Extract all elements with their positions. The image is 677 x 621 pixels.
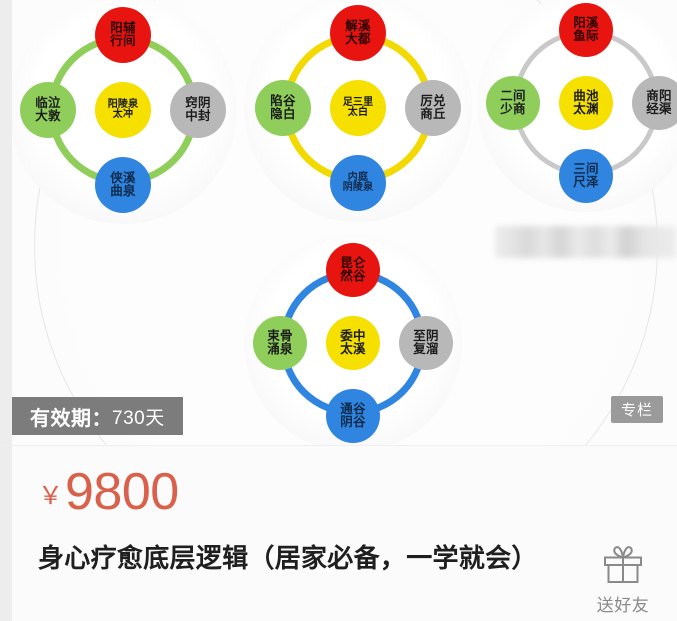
- acupoint-name-secondary: 太渊: [573, 102, 599, 116]
- acupoint-name-primary: 陷谷: [270, 94, 296, 109]
- acupoint-name-secondary: 尺泽: [573, 175, 599, 189]
- acupoint-name-secondary: 太白: [347, 107, 369, 118]
- acupoint-node-left: 陷谷隐白: [255, 80, 311, 136]
- product-title: 身心疗愈底层逻辑（居家必备，一学就会）: [38, 543, 538, 573]
- acupoint-ring-gallbladder-liver: 阳辅行间临泣大敦窍阴中封侠溪曲泉阳陵泉太冲: [12, 0, 237, 224]
- cover-image[interactable]: 阳辅行间临泣大敦窍阴中封侠溪曲泉阳陵泉太冲解溪大都陷谷隐白厉兑商丘内庭阴陵泉足三…: [0, 0, 677, 445]
- acupoint-name-primary: 商阳: [646, 89, 672, 104]
- acupoint-name-primary: 委中: [340, 329, 366, 344]
- page-left-edge: [0, 0, 12, 445]
- acupoint-name-primary: 解溪: [345, 19, 371, 34]
- acupoint-name-secondary: 鱼际: [573, 29, 599, 43]
- currency-symbol: ￥: [38, 481, 64, 510]
- acupoint-name-secondary: 曲泉: [110, 184, 136, 198]
- acupoint-node-left: 束骨涌泉: [253, 316, 307, 370]
- acupoint-node-top: 解溪大都: [330, 5, 386, 61]
- validity-label: 有效期：: [30, 407, 112, 430]
- acupoint-name-primary: 束骨: [267, 329, 293, 344]
- acupoint-node-right: 厉兑商丘: [405, 80, 461, 136]
- validity-value: 730天: [112, 407, 165, 429]
- blurred-watermark: [495, 226, 677, 258]
- acupoint-node-bottom: 内庭阴陵泉: [330, 155, 386, 211]
- acupoint-name-primary: 阳溪: [573, 16, 599, 31]
- acupoint-node-bottom: 侠溪曲泉: [95, 157, 151, 213]
- acupoint-name-primary: 厉兑: [420, 94, 446, 109]
- price: ￥ 9800: [38, 463, 179, 521]
- acupoint-name-primary: 阳陵泉: [107, 98, 139, 110]
- acupoint-name-secondary: 阴谷: [340, 415, 366, 429]
- acupoint-name-secondary: 太冲: [112, 109, 134, 120]
- acupoint-node-left: 临泣大敦: [20, 82, 76, 138]
- acupoint-node-left: 二间少商: [486, 76, 540, 130]
- acupoint-name-secondary: 经渠: [646, 102, 672, 116]
- acupoint-name-primary: 通谷: [340, 402, 366, 417]
- acupoint-node-right: 至阴复溜: [399, 316, 453, 370]
- acupoint-node-center: 委中太溪: [326, 316, 380, 370]
- acupoint-name-primary: 二间: [500, 89, 526, 104]
- acupoint-node-center: 曲池太渊: [559, 76, 613, 130]
- product-info-panel: ￥ 9800 身心疗愈底层逻辑（居家必备，一学就会） 送好友: [0, 445, 677, 621]
- acupoint-name-primary: 内庭: [347, 171, 369, 183]
- cover-canvas: 阳辅行间临泣大敦窍阴中封侠溪曲泉阳陵泉太冲解溪大都陷谷隐白厉兑商丘内庭阴陵泉足三…: [12, 0, 677, 445]
- gift-icon: [604, 546, 642, 583]
- acupoint-name-secondary: 复溜: [413, 342, 439, 356]
- acupoint-ring-bladder-kidney: 昆仑然谷束骨涌泉至阴复溜通谷阴谷委中太溪: [244, 234, 462, 445]
- acupoint-name-secondary: 太溪: [340, 342, 366, 356]
- acupoint-name-secondary: 大敦: [35, 109, 61, 123]
- acupoint-name-secondary: 少商: [500, 102, 526, 116]
- acupoint-name-secondary: 然谷: [340, 269, 366, 283]
- acupoint-ring-stomach-spleen: 解溪大都陷谷隐白厉兑商丘内庭阴陵泉足三里太白: [244, 0, 472, 222]
- acupoint-name-primary: 足三里: [342, 96, 374, 108]
- acupoint-name-primary: 曲池: [573, 89, 599, 104]
- acupoint-node-top: 阳溪鱼际: [559, 3, 613, 57]
- validity-badge: 有效期： 730天: [12, 397, 183, 435]
- gift-to-friend-button[interactable]: 送好友: [585, 543, 661, 616]
- acupoint-name-secondary: 商丘: [420, 107, 446, 121]
- acupoint-ring-large-intestine-lung: 阳溪鱼际二间少商商阳经渠三间尺泽曲池太渊: [477, 0, 677, 212]
- acupoint-node-top: 阳辅行间: [95, 7, 151, 63]
- acupoint-name-secondary: 行间: [110, 34, 136, 48]
- acupoint-node-bottom: 通谷阴谷: [326, 389, 380, 443]
- acupoint-name-secondary: 大都: [345, 32, 371, 46]
- info-left-edge: [0, 446, 12, 621]
- acupoint-node-top: 昆仑然谷: [326, 243, 380, 297]
- acupoint-name-primary: 临泣: [35, 96, 61, 111]
- gift-label: 送好友: [596, 596, 650, 615]
- acupoint-name-secondary: 隐白: [270, 107, 296, 121]
- acupoint-node-right: 窍阴中封: [170, 82, 226, 138]
- acupoint-name-secondary: 阴陵泉: [342, 182, 374, 193]
- acupoint-name-primary: 窍阴: [185, 96, 211, 111]
- price-amount: 9800: [65, 463, 179, 521]
- column-tag: 专栏: [610, 396, 663, 423]
- acupoint-node-right: 商阳经渠: [632, 76, 677, 130]
- acupoint-node-center: 阳陵泉太冲: [95, 82, 151, 138]
- acupoint-name-secondary: 中封: [185, 109, 211, 123]
- acupoint-name-primary: 昆仑: [340, 256, 366, 271]
- acupoint-name-primary: 至阴: [413, 329, 439, 344]
- acupoint-name-primary: 阳辅: [110, 21, 136, 36]
- acupoint-name-primary: 三间: [573, 162, 599, 177]
- acupoint-node-center: 足三里太白: [330, 80, 386, 136]
- acupoint-name-primary: 侠溪: [110, 171, 136, 186]
- acupoint-node-bottom: 三间尺泽: [559, 149, 613, 203]
- acupoint-name-secondary: 涌泉: [267, 342, 293, 356]
